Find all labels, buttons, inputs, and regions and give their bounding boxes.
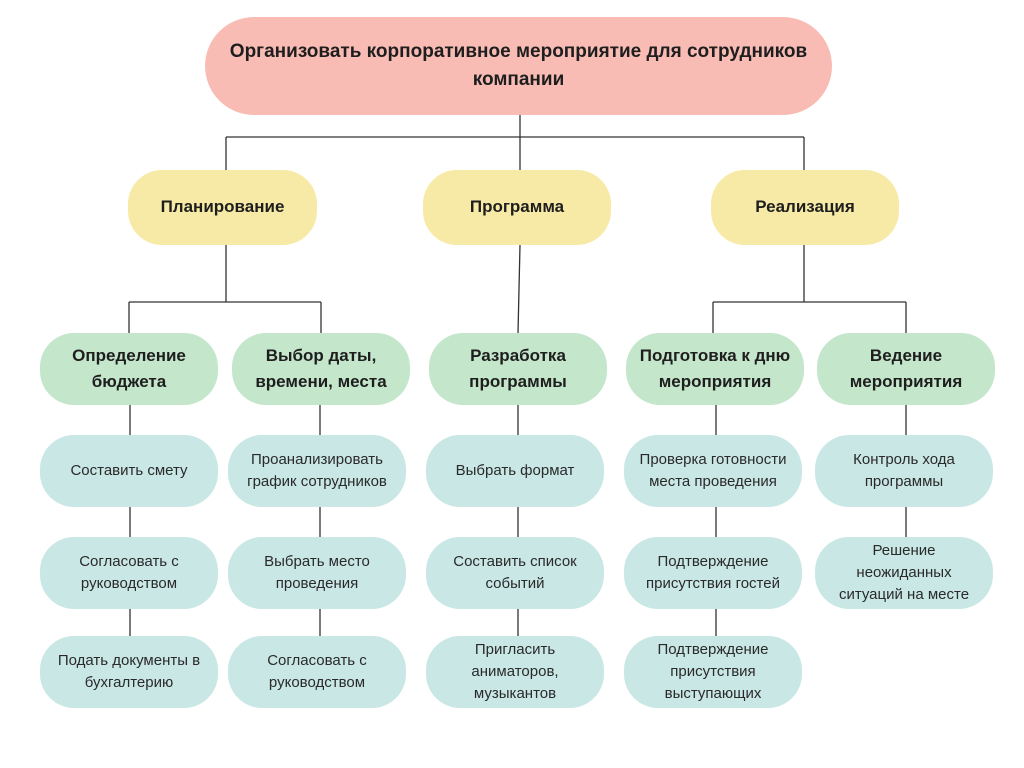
task-approve-budget-with-management: Согласовать с руководством <box>40 537 218 609</box>
task-choose-venue: Выбрать место проведения <box>228 537 406 609</box>
phase-implementation: Реализация <box>711 170 899 245</box>
connector-line <box>517 244 521 334</box>
group-budget: Определение бюджета <box>40 333 218 405</box>
task-confirm-performers-attendance: Подтверждение присутствия выступающих <box>624 636 802 708</box>
task-confirm-guests-attendance: Подтверждение присутствия гостей <box>624 537 802 609</box>
group-event-day-preparation: Подготовка к дню мероприятия <box>626 333 804 405</box>
group-program-development: Разработка программы <box>429 333 607 405</box>
task-invite-entertainers-musicians: Пригласить аниматоров, музыкантов <box>426 636 604 708</box>
group-date-time-place: Выбор даты, времени, места <box>232 333 410 405</box>
task-submit-documents-to-accounting: Подать документы в бухгалтерию <box>40 636 218 708</box>
task-make-estimate: Составить смету <box>40 435 218 507</box>
phase-planning: Планирование <box>128 170 317 245</box>
group-event-hosting: Ведение мероприятия <box>817 333 995 405</box>
task-analyze-staff-schedule: Проанализировать график сотрудников <box>228 435 406 507</box>
task-handle-unexpected-situations: Решение неожиданных ситуаций на месте <box>815 537 993 609</box>
task-make-events-list: Составить список событий <box>426 537 604 609</box>
task-approve-venue-with-management: Согласовать с руководством <box>228 636 406 708</box>
root-goal: Организовать корпоративное мероприятие д… <box>205 17 832 115</box>
task-check-venue-readiness: Проверка готовности места проведения <box>624 435 802 507</box>
task-monitor-program: Контроль хода программы <box>815 435 993 507</box>
phase-program: Программа <box>423 170 611 245</box>
task-choose-format: Выбрать формат <box>426 435 604 507</box>
